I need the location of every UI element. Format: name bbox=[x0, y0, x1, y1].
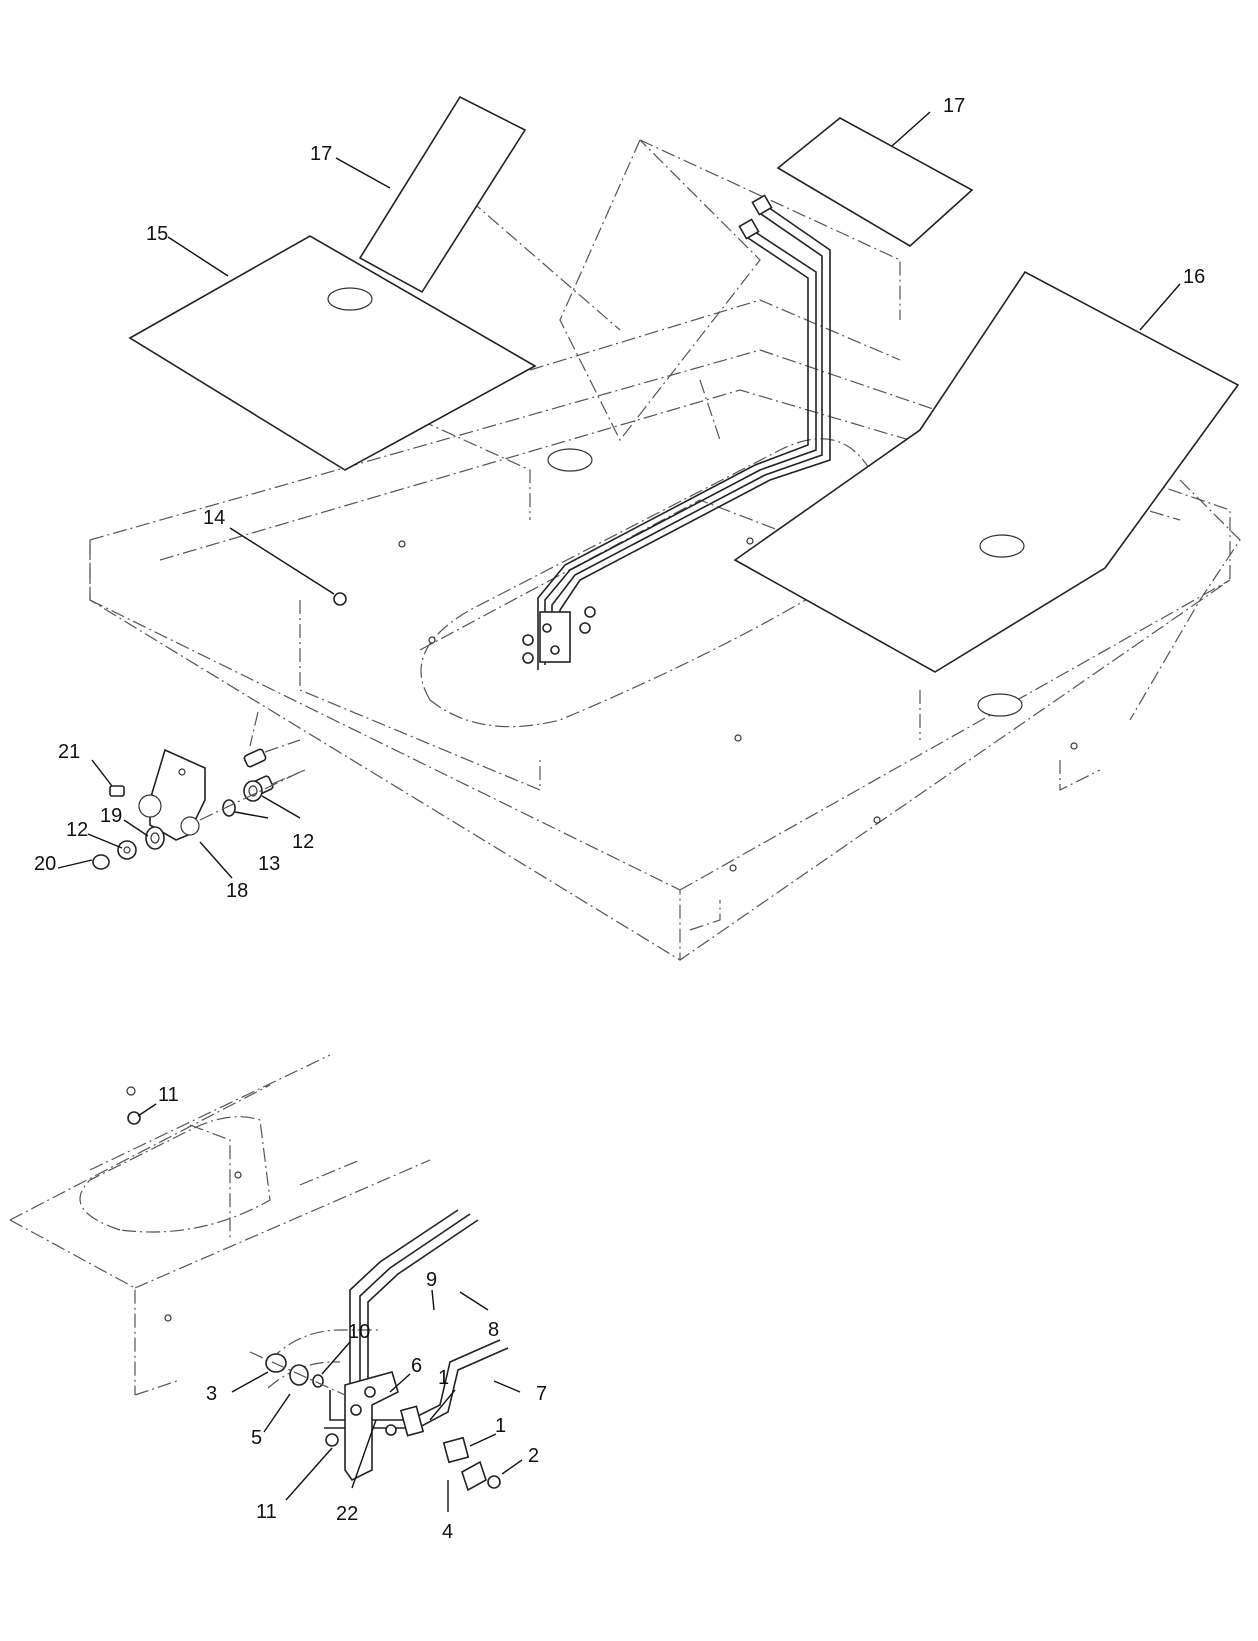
callout-3: 3 bbox=[206, 1383, 217, 1405]
callout-13: 13 bbox=[258, 853, 280, 875]
hydraulic-tubes bbox=[522, 194, 831, 670]
callout-9: 9 bbox=[426, 1269, 437, 1291]
callout-4: 4 bbox=[442, 1521, 453, 1543]
lower-frame bbox=[9, 1054, 431, 1396]
callout-1-top: 1 bbox=[438, 1367, 449, 1389]
callout-7: 7 bbox=[536, 1383, 547, 1405]
callout-2: 2 bbox=[528, 1445, 539, 1467]
floor-mat-15 bbox=[128, 235, 537, 471]
floor-mat-16 bbox=[733, 270, 1240, 673]
lower-bracket-6 bbox=[325, 1371, 399, 1482]
callout-22: 22 bbox=[336, 1503, 358, 1525]
bracket-18 bbox=[138, 748, 206, 841]
decal-17-right bbox=[776, 117, 974, 247]
clamps-1 bbox=[399, 1405, 487, 1492]
callout-21: 21 bbox=[58, 741, 80, 763]
main-frame bbox=[89, 139, 1241, 961]
callout-17-right: 17 bbox=[943, 95, 965, 117]
callout-10: 10 bbox=[348, 1321, 370, 1343]
callout-18: 18 bbox=[226, 880, 248, 902]
decal-17-left bbox=[358, 95, 527, 294]
lower-assembly bbox=[9, 1054, 523, 1512]
callout-16: 16 bbox=[1183, 266, 1205, 288]
callout-15: 15 bbox=[146, 223, 168, 245]
bolt-21 bbox=[109, 785, 125, 797]
callout-11-bottom: 11 bbox=[256, 1501, 277, 1523]
callout-12-left: 12 bbox=[66, 819, 88, 841]
callout-17-left: 17 bbox=[310, 143, 332, 165]
callout-19: 19 bbox=[100, 805, 122, 827]
callout-6: 6 bbox=[411, 1355, 422, 1377]
callout-8: 8 bbox=[488, 1319, 499, 1341]
callout-labels: 17 15 17 16 14 21 19 12 20 18 13 12 11 9… bbox=[34, 95, 1205, 1543]
leaders-upper bbox=[57, 111, 1181, 879]
washer-stack-left bbox=[92, 826, 165, 870]
callout-12-right: 12 bbox=[292, 831, 314, 853]
washer-stack-right bbox=[199, 771, 301, 821]
callout-20: 20 bbox=[34, 853, 56, 875]
hardware-lower bbox=[127, 1111, 501, 1489]
callout-5: 5 bbox=[251, 1427, 262, 1449]
leaders-lower bbox=[137, 1103, 523, 1512]
callout-1-bottom: 1 bbox=[495, 1415, 506, 1437]
upper-assembly bbox=[57, 95, 1241, 961]
callout-14: 14 bbox=[203, 507, 225, 529]
callout-11-top: 11 bbox=[158, 1084, 179, 1106]
nut-14 bbox=[333, 592, 347, 606]
